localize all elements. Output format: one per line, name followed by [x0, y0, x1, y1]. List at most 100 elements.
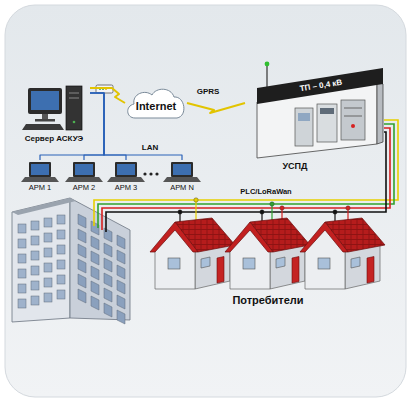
- window: [44, 293, 52, 302]
- window: [44, 263, 52, 272]
- workstation: АРМ 2: [64, 160, 104, 194]
- illustration-part: [150, 222, 198, 252]
- wireless-link: [90, 88, 125, 103]
- window: [31, 281, 39, 290]
- substation-building-part: [341, 100, 365, 140]
- window: [78, 259, 86, 273]
- window: [31, 236, 39, 245]
- house-icon: [300, 218, 385, 289]
- window: [78, 274, 86, 288]
- window: [18, 284, 26, 293]
- illustration-part: [318, 258, 330, 269]
- window: [18, 299, 26, 308]
- house-icon: [225, 218, 310, 289]
- window: [44, 248, 52, 257]
- consumer-houses: [150, 218, 385, 289]
- window: [31, 296, 39, 305]
- workstation-part: [115, 162, 137, 177]
- window: [44, 218, 52, 227]
- lan-cable: [90, 93, 126, 160]
- substation-building: ТП – 0,4 кВУСПД: [245, 58, 385, 178]
- illustration-part: [70, 198, 130, 320]
- workstation: АРМ N: [162, 160, 202, 194]
- illustration-part: [225, 222, 273, 252]
- workstation-part: [107, 177, 145, 182]
- server-icon: Сервер АСКУЭ: [18, 84, 90, 146]
- window: [57, 230, 65, 239]
- tap-dot: [333, 210, 337, 214]
- lan-cable: [90, 93, 182, 160]
- wireless-link: [187, 103, 245, 113]
- network-label: LAN: [141, 144, 159, 152]
- window: [104, 243, 112, 257]
- server-icon-part: [69, 93, 79, 94]
- window: [78, 244, 86, 258]
- node-text: Сервер АСКУЭ: [25, 135, 83, 143]
- node-text: АРМ 3: [115, 184, 137, 192]
- server-icon-part: [35, 119, 55, 122]
- window: [117, 310, 125, 324]
- substation-building-part: [295, 108, 313, 146]
- house-icon: [150, 218, 235, 289]
- server-icon-part: [73, 121, 76, 124]
- ellipsis-dots: [143, 172, 158, 175]
- tap-dot: [260, 210, 264, 214]
- tap-dot: [270, 202, 274, 206]
- window: [57, 260, 65, 269]
- substation-building-part: [265, 62, 270, 67]
- substation-building-part: [344, 116, 362, 117]
- illustration-part: [243, 258, 255, 269]
- apartment-building: [12, 198, 130, 324]
- window: [117, 295, 125, 309]
- window: [78, 289, 86, 303]
- node-text: АРМ 1: [29, 184, 51, 192]
- tap-dot: [194, 198, 198, 202]
- lan-cable: [84, 93, 104, 160]
- illustration-part: [12, 198, 70, 322]
- server-icon-part: [42, 114, 48, 119]
- illustration-part: [292, 257, 299, 284]
- window: [104, 258, 112, 272]
- server-icon-part: [28, 88, 62, 114]
- illustration-part: [12, 198, 76, 215]
- substation-building-part: [257, 68, 383, 104]
- workstation: АРМ 3: [106, 160, 146, 194]
- window: [18, 224, 26, 233]
- window: [57, 245, 65, 254]
- window: [91, 236, 99, 250]
- window: [57, 290, 65, 299]
- illustration-part: [201, 257, 210, 268]
- server-icon-part: [22, 124, 64, 130]
- window: [31, 251, 39, 260]
- illustration-part: [155, 172, 158, 175]
- window: [18, 239, 26, 248]
- window: [18, 269, 26, 278]
- node-text: АРМ N: [170, 184, 194, 192]
- protocol-label: PLC/LoRaWan: [239, 188, 292, 196]
- workstation-part: [173, 164, 191, 175]
- workstation-part: [163, 177, 201, 182]
- illustration-part: [149, 172, 152, 175]
- window: [91, 251, 99, 265]
- node-text: УСПД: [283, 162, 308, 171]
- substation-building-part: [344, 108, 362, 109]
- workstation-part: [73, 162, 95, 177]
- window: [78, 214, 86, 228]
- substation-building-part: [317, 104, 337, 142]
- window: [78, 229, 86, 243]
- illustration-part: [168, 258, 180, 269]
- internet-cloud: Internet: [125, 86, 187, 120]
- internet-cloud-part: [128, 89, 184, 118]
- illustration-part: [351, 257, 360, 268]
- window: [117, 235, 125, 249]
- window: [91, 281, 99, 295]
- window: [18, 254, 26, 263]
- node-text: Internet: [136, 101, 176, 112]
- substation-building: [245, 58, 385, 178]
- window: [104, 288, 112, 302]
- node-text: АРМ 2: [73, 184, 95, 192]
- tap-dot: [178, 210, 182, 214]
